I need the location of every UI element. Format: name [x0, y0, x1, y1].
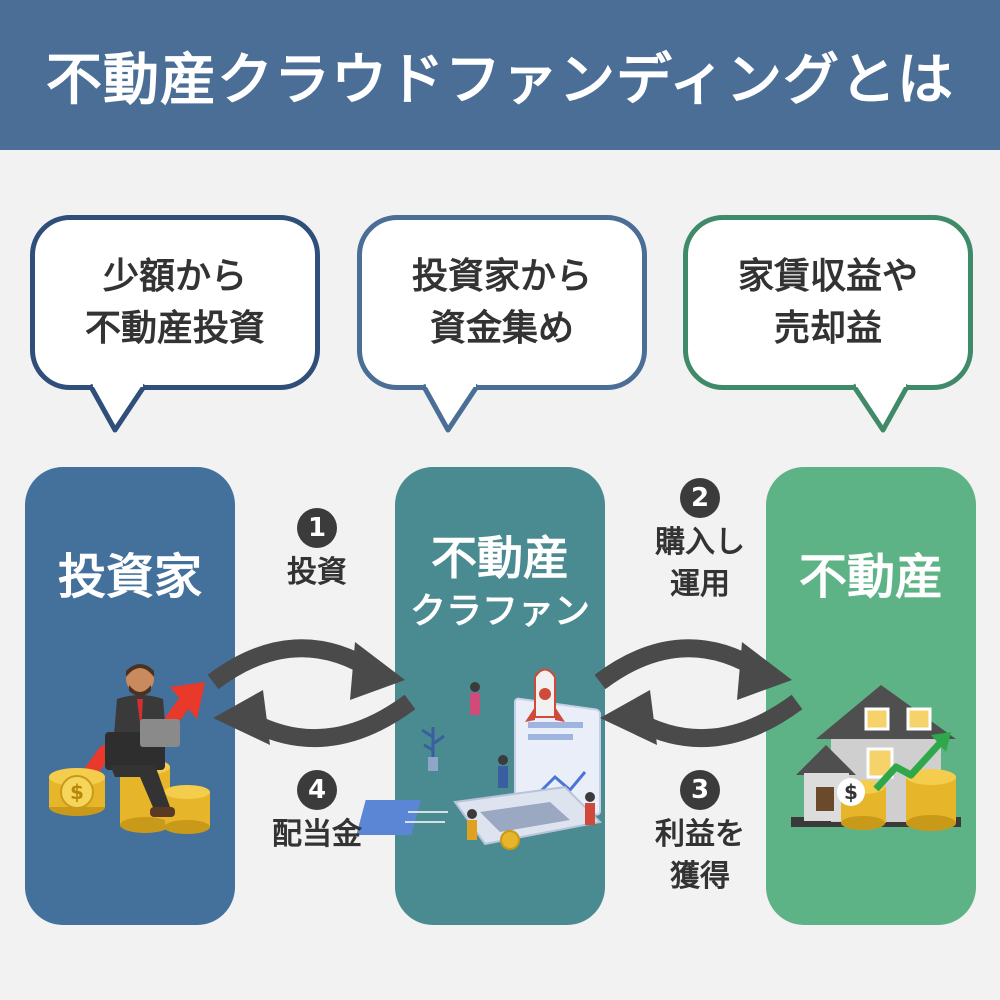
bubble-platform-line1: 投資家から — [411, 255, 592, 297]
step-2-number: 2 — [680, 478, 720, 518]
step-4-number: 4 — [297, 770, 337, 810]
curved-exchange-arrows-icon — [207, 639, 416, 748]
step-3-label-line1: 利益を — [655, 817, 745, 852]
step-3: 3 利益を 獲得 — [630, 770, 770, 898]
bubble-platform-line2: 資金集め — [429, 307, 574, 349]
step-2-label-line1: 購入し — [655, 525, 745, 560]
bubble-realestate-tail — [850, 381, 911, 433]
bubble-investor: 少額から 不動産投資 — [30, 215, 320, 390]
step-1-label: 投資 — [287, 555, 347, 590]
step-4: 4 配当金 — [252, 770, 382, 856]
page-title: 不動産クラウドファンディングとは — [45, 47, 955, 113]
bubble-investor-line2: 不動産投資 — [84, 307, 265, 349]
svg-text:$: $ — [844, 780, 858, 804]
platform-title-line1: 不動産 — [431, 531, 569, 585]
investor-title: 投資家 — [57, 549, 202, 605]
curved-exchange-arrows-icon — [594, 639, 803, 748]
step-3-number: 3 — [680, 770, 720, 810]
businessman-on-coins-icon: $ — [49, 664, 210, 834]
laptop-rocket-icon — [356, 668, 603, 850]
realestate-column: 不動産 $ — [766, 467, 976, 925]
investor-column: 投資家 $ — [25, 467, 235, 925]
step-1-number: 1 — [297, 508, 337, 548]
bubble-platform: 投資家から 資金集め — [357, 215, 647, 390]
bubble-realestate-line1: 家賃収益や — [737, 255, 918, 297]
step-2-label-line2: 運用 — [670, 567, 730, 602]
platform-column: 不動産 クラファン — [356, 467, 605, 925]
step-1: 1 投資 — [252, 508, 382, 594]
platform-title-line2: クラファン — [409, 591, 590, 632]
step-2: 2 購入し 運用 — [630, 478, 770, 606]
svg-text:$: $ — [70, 780, 84, 804]
step-3-label-line2: 獲得 — [670, 859, 730, 894]
realestate-title: 不動産 — [798, 549, 943, 605]
bubble-realestate-line2: 売却益 — [773, 307, 882, 349]
bubble-investor-tail — [87, 381, 148, 433]
house-with-coins-icon: $ — [791, 685, 961, 831]
step-4-label: 配当金 — [272, 817, 362, 852]
title-banner: 不動産クラウドファンディングとは — [0, 0, 1000, 150]
bubble-realestate: 家賃収益や 売却益 — [683, 215, 973, 390]
bubble-platform-tail — [420, 381, 481, 433]
bubble-investor-line1: 少額から — [102, 255, 247, 297]
